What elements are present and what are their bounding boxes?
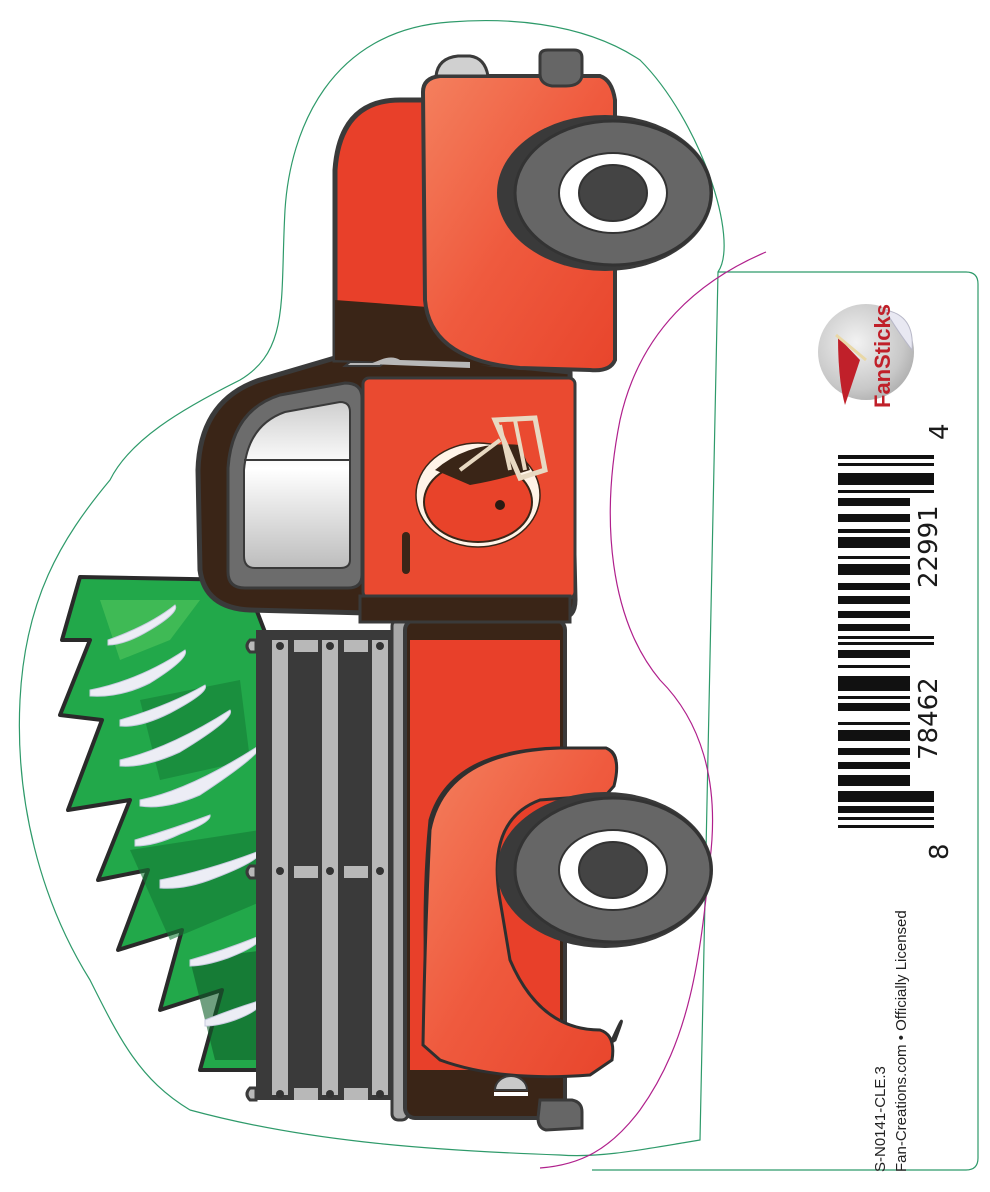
product-code: S-N0141-CLE.3 [872, 1066, 889, 1172]
christmas-tree [58, 575, 270, 1072]
backing-card-outline [592, 271, 979, 1171]
truck-cab [195, 352, 578, 624]
rear-wheel [497, 792, 713, 948]
die-cut-line [18, 19, 725, 1157]
helmet-logo [415, 415, 548, 548]
kiss-cut-line [539, 251, 767, 1169]
fansticks-wordmark: FanSticks [870, 304, 895, 408]
barcode-group-1: 78462 [914, 677, 944, 760]
barcode-group-2: 22991 [914, 505, 944, 588]
barcode-digit-left: 8 [925, 843, 955, 860]
fansticks-logo: FanSticks [818, 304, 914, 408]
front-wheel [497, 115, 713, 271]
barcode-digit-right: 4 [925, 423, 955, 440]
rear-body [403, 618, 623, 1132]
barcode [838, 455, 934, 828]
truck-bed [245, 618, 410, 1122]
license-text: Fan-Creations.com • Officially Licensed [893, 910, 910, 1172]
